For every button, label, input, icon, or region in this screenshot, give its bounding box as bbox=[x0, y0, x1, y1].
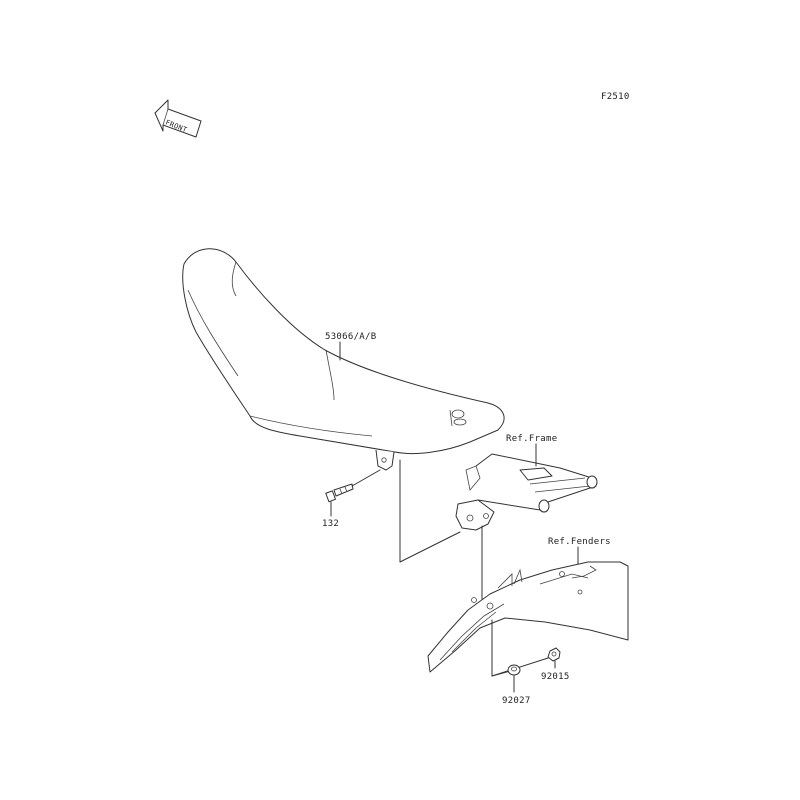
leader-bolt-to-seat bbox=[351, 469, 381, 487]
callout-fenders: Ref.Fenders bbox=[548, 537, 611, 547]
callout-seat: 53066/A/B bbox=[325, 332, 376, 342]
callout-bolt: 132 bbox=[322, 519, 339, 529]
seat bbox=[182, 248, 505, 471]
callout-frame: Ref.Frame bbox=[506, 434, 557, 444]
front-arrow-icon bbox=[154, 99, 202, 138]
collar bbox=[507, 664, 521, 676]
nut bbox=[547, 647, 561, 662]
assembly-line-nut bbox=[491, 657, 549, 677]
rear-fender-reference bbox=[427, 561, 629, 673]
callout-collar: 92027 bbox=[502, 696, 531, 706]
figure-code: F2510 bbox=[601, 92, 630, 102]
callout-nut: 92015 bbox=[541, 672, 570, 682]
frame-reference bbox=[455, 453, 598, 531]
bolt bbox=[325, 483, 354, 503]
assembly-line-seat-frame bbox=[399, 459, 461, 563]
